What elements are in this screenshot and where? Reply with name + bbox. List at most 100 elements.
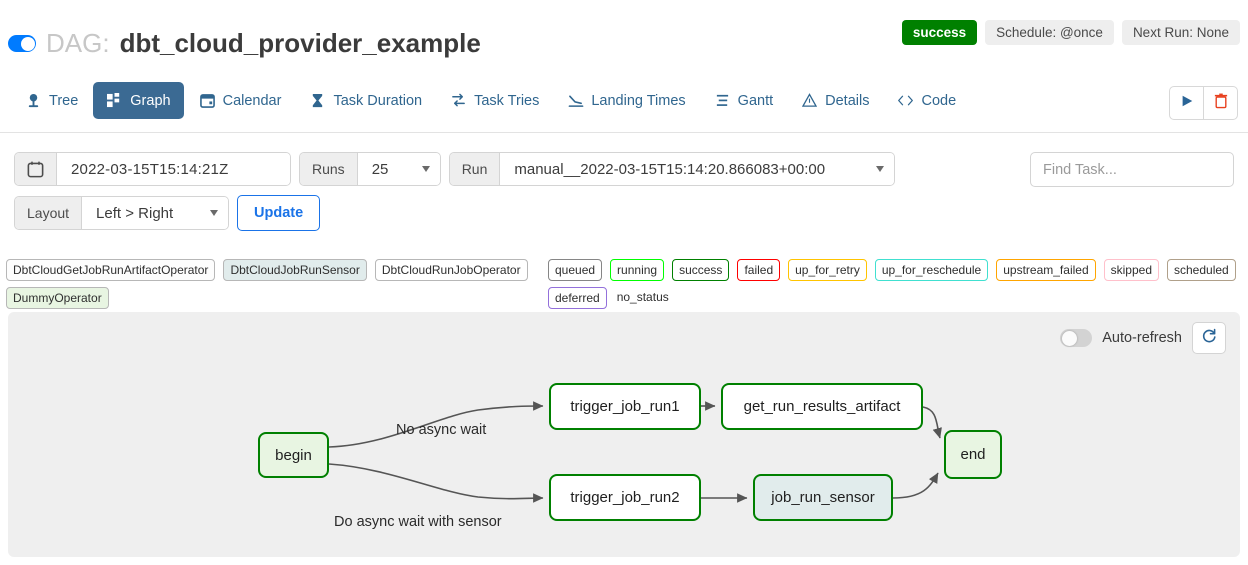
tab-landing-times[interactable]: Landing Times	[554, 82, 698, 119]
warning-triangle-icon	[801, 92, 818, 109]
next-run-badge: Next Run: None	[1121, 20, 1240, 45]
tab-label: Calendar	[222, 92, 282, 109]
tab-list: Tree Graph Calendar Task Duration Task T	[12, 82, 969, 119]
state-legend-chip[interactable]: up_for_reschedule	[874, 259, 989, 281]
run-group: Run manual__2022-03-15T15:14:20.866083+0…	[448, 152, 896, 186]
state-legend-chip[interactable]: scheduled	[1167, 259, 1236, 281]
delete-dag-button[interactable]	[1203, 87, 1237, 119]
dag-prefix-label: DAG:	[46, 28, 110, 58]
legend: DbtCloudGetJobRunArtifactOperator DbtClou…	[0, 255, 1248, 309]
chevron-down-icon	[421, 166, 430, 172]
trigger-dag-button[interactable]	[1170, 87, 1203, 119]
runs-group: Runs 25	[299, 152, 441, 186]
chevron-down-icon	[876, 166, 885, 172]
run-value: manual__2022-03-15T15:14:20.866083+00:00	[514, 160, 826, 178]
trash-icon	[1214, 93, 1228, 114]
graph-edge-label: No async wait	[396, 422, 487, 438]
calendar-icon	[199, 92, 216, 109]
toggle-knob	[20, 36, 35, 51]
operator-legend-chip[interactable]: DbtCloudJobRunSensor	[223, 259, 367, 281]
dag-header: DAG: dbt_cloud_provider_example success …	[0, 0, 1248, 70]
graph-controls: Auto-refresh	[1060, 322, 1226, 354]
filter-bar: 2022-03-15T15:14:21Z Runs 25 Run manual_…	[14, 152, 1234, 232]
base-date-input[interactable]: 2022-03-15T15:14:21Z	[57, 153, 290, 185]
hourglass-icon	[309, 92, 326, 109]
edge-artifact-end	[922, 406, 942, 439]
tab-label: Task Tries	[474, 92, 540, 109]
runs-label: Runs	[300, 153, 358, 185]
view-tabbar: Tree Graph Calendar Task Duration Task T	[0, 80, 1248, 133]
refresh-button[interactable]	[1192, 322, 1226, 354]
state-legend-chip[interactable]: upstream_failed	[996, 259, 1096, 281]
state-legend-chip[interactable]: skipped	[1103, 259, 1159, 281]
header-badges: success Schedule: @once Next Run: None	[901, 20, 1240, 45]
tab-calendar[interactable]: Calendar	[186, 82, 295, 119]
status-badge: success	[901, 20, 978, 45]
edge-begin-run1	[328, 401, 544, 448]
state-legend-chip[interactable]: queued	[548, 259, 603, 281]
runs-select[interactable]: 25	[357, 153, 440, 185]
tab-task-duration[interactable]: Task Duration	[296, 82, 435, 119]
layout-label: Layout	[15, 197, 83, 229]
tab-graph[interactable]: Graph	[93, 82, 184, 119]
operator-legend-chip[interactable]: DummyOperator	[6, 287, 109, 309]
tab-tree[interactable]: Tree	[12, 82, 91, 119]
layout-value: Left > Right	[96, 204, 174, 222]
gantt-icon	[714, 92, 731, 109]
tab-code[interactable]: Code	[884, 82, 969, 119]
tab-label: Gantt	[737, 92, 774, 109]
calendar-icon[interactable]	[15, 153, 57, 185]
state-legend-chip[interactable]: up_for_retry	[788, 259, 867, 281]
edge-begin-run2	[328, 463, 544, 503]
state-legend-chip[interactable]: success	[672, 259, 730, 281]
schedule-badge: Schedule: @once	[985, 20, 1114, 45]
tab-label: Details	[825, 92, 870, 109]
operator-legend-chip[interactable]: DbtCloudGetJobRunArtifactOperator	[6, 259, 216, 281]
state-legend-chip[interactable]: failed	[737, 259, 781, 281]
tab-label: Tree	[49, 92, 79, 109]
graph-panel: Auto-refresh begin trigger_job_run1 get_ru…	[8, 312, 1240, 557]
state-legend: queued running success failed up_for_retry up…	[548, 259, 1248, 309]
tab-label: Code	[921, 92, 957, 109]
update-button[interactable]: Update	[237, 195, 321, 231]
operator-legend: DbtCloudGetJobRunArtifactOperator DbtClou…	[6, 259, 546, 309]
runs-value: 25	[371, 160, 389, 178]
graph-node-get_run_results_artifact[interactable]: get_run_results_artifact	[721, 383, 923, 430]
operator-legend-chip[interactable]: DbtCloudRunJobOperator	[374, 259, 528, 281]
toggle-knob	[1061, 330, 1077, 346]
graph-canvas[interactable]: begin trigger_job_run1 get_run_results_art…	[8, 312, 1240, 557]
code-brackets-icon	[897, 92, 914, 109]
tab-label: Task Duration	[333, 92, 423, 109]
play-icon	[1180, 94, 1194, 113]
refresh-icon	[1201, 328, 1217, 349]
edge-sensor-end	[892, 472, 939, 499]
dag-pause-toggle[interactable]	[8, 35, 36, 52]
filter-row-secondary: Layout Left > Right Update	[14, 195, 1234, 231]
graph-node-trigger_job_run1[interactable]: trigger_job_run1	[549, 383, 701, 430]
graph-node-job_run_sensor[interactable]: job_run_sensor	[753, 474, 893, 521]
tab-task-tries[interactable]: Task Tries	[437, 82, 552, 119]
tab-gantt[interactable]: Gantt	[701, 82, 786, 119]
tab-label: Graph	[130, 92, 171, 109]
auto-refresh-toggle[interactable]	[1060, 329, 1093, 347]
graph-node-end[interactable]: end	[944, 430, 1002, 479]
layout-select[interactable]: Left > Right	[82, 197, 229, 229]
tab-details[interactable]: Details	[788, 82, 882, 119]
graph-node-trigger_job_run2[interactable]: trigger_job_run2	[549, 474, 701, 521]
page-title: dbt_cloud_provider_example	[119, 28, 481, 58]
state-legend-chip[interactable]: no_status	[616, 290, 669, 304]
auto-refresh-label: Auto-refresh	[1102, 330, 1182, 346]
tree-icon	[25, 92, 42, 109]
graph-node-begin[interactable]: begin	[258, 432, 329, 478]
state-legend-chip[interactable]: deferred	[548, 287, 607, 309]
layout-group: Layout Left > Right	[14, 196, 230, 230]
state-legend-chip[interactable]: running	[610, 259, 665, 281]
base-date-group: 2022-03-15T15:14:21Z	[14, 152, 291, 186]
run-select[interactable]: manual__2022-03-15T15:14:20.866083+00:00	[500, 153, 895, 185]
run-label: Run	[449, 153, 501, 185]
tab-label: Landing Times	[591, 92, 686, 109]
graph-edge-label: Do async wait with sensor	[334, 514, 502, 530]
operator-chip-list: DbtCloudGetJobRunArtifactOperator DbtClou…	[6, 259, 546, 309]
find-task-input[interactable]: Find Task...	[1030, 152, 1234, 187]
dag-title-row: DAG: dbt_cloud_provider_example	[8, 28, 481, 59]
